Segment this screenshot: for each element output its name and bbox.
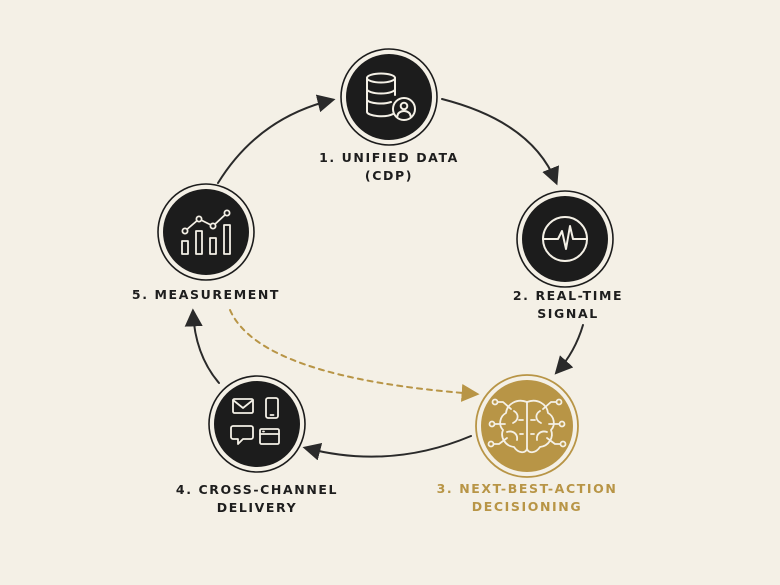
label-line: DECISIONING xyxy=(471,499,583,514)
label-next-best-action: 3. NEXT-BEST-ACTION DECISIONING xyxy=(427,480,627,516)
label-line: (CDP) xyxy=(364,168,414,183)
edge-unified-to-signal xyxy=(441,98,559,186)
label-line: 2. REAL-TIME xyxy=(512,288,624,303)
label-real-time-signal: 2. REAL-TIME SIGNAL xyxy=(488,287,648,323)
edge-measurement-to-unified xyxy=(217,94,336,184)
label-line: 5. MEASUREMENT xyxy=(131,287,281,302)
label-cross-channel-delivery: 4. CROSS-CHANNEL DELIVERY xyxy=(172,481,342,517)
label-unified-data: 1. UNIFIED DATA (CDP) xyxy=(309,149,469,185)
edge-signal-to-decisioning xyxy=(554,324,584,375)
edge-delivery-to-measurement xyxy=(184,308,220,384)
node-real-time-signal xyxy=(516,190,614,288)
label-line: 1. UNIFIED DATA xyxy=(319,150,459,165)
label-line: 4. CROSS-CHANNEL xyxy=(175,482,339,497)
label-line: DELIVERY xyxy=(216,500,298,515)
node-measurement xyxy=(157,183,255,281)
bar-chart-trend-icon xyxy=(181,209,231,255)
label-measurement: 5. MEASUREMENT xyxy=(126,286,286,304)
edges xyxy=(184,94,584,461)
database-user-icon xyxy=(366,72,416,121)
edge-measurement-to-decisioning-feedback xyxy=(229,309,480,402)
node-unified-data xyxy=(340,48,438,146)
label-line: 3. NEXT-BEST-ACTION xyxy=(436,481,618,496)
brain-circuit-icon xyxy=(487,398,567,454)
multichannel-devices-icon xyxy=(230,397,280,445)
node-next-best-action xyxy=(475,374,579,478)
edge-decisioning-to-delivery xyxy=(302,435,472,461)
pulse-signal-icon xyxy=(542,216,588,262)
node-cross-channel-delivery xyxy=(208,375,306,473)
label-line: SIGNAL xyxy=(537,306,599,321)
